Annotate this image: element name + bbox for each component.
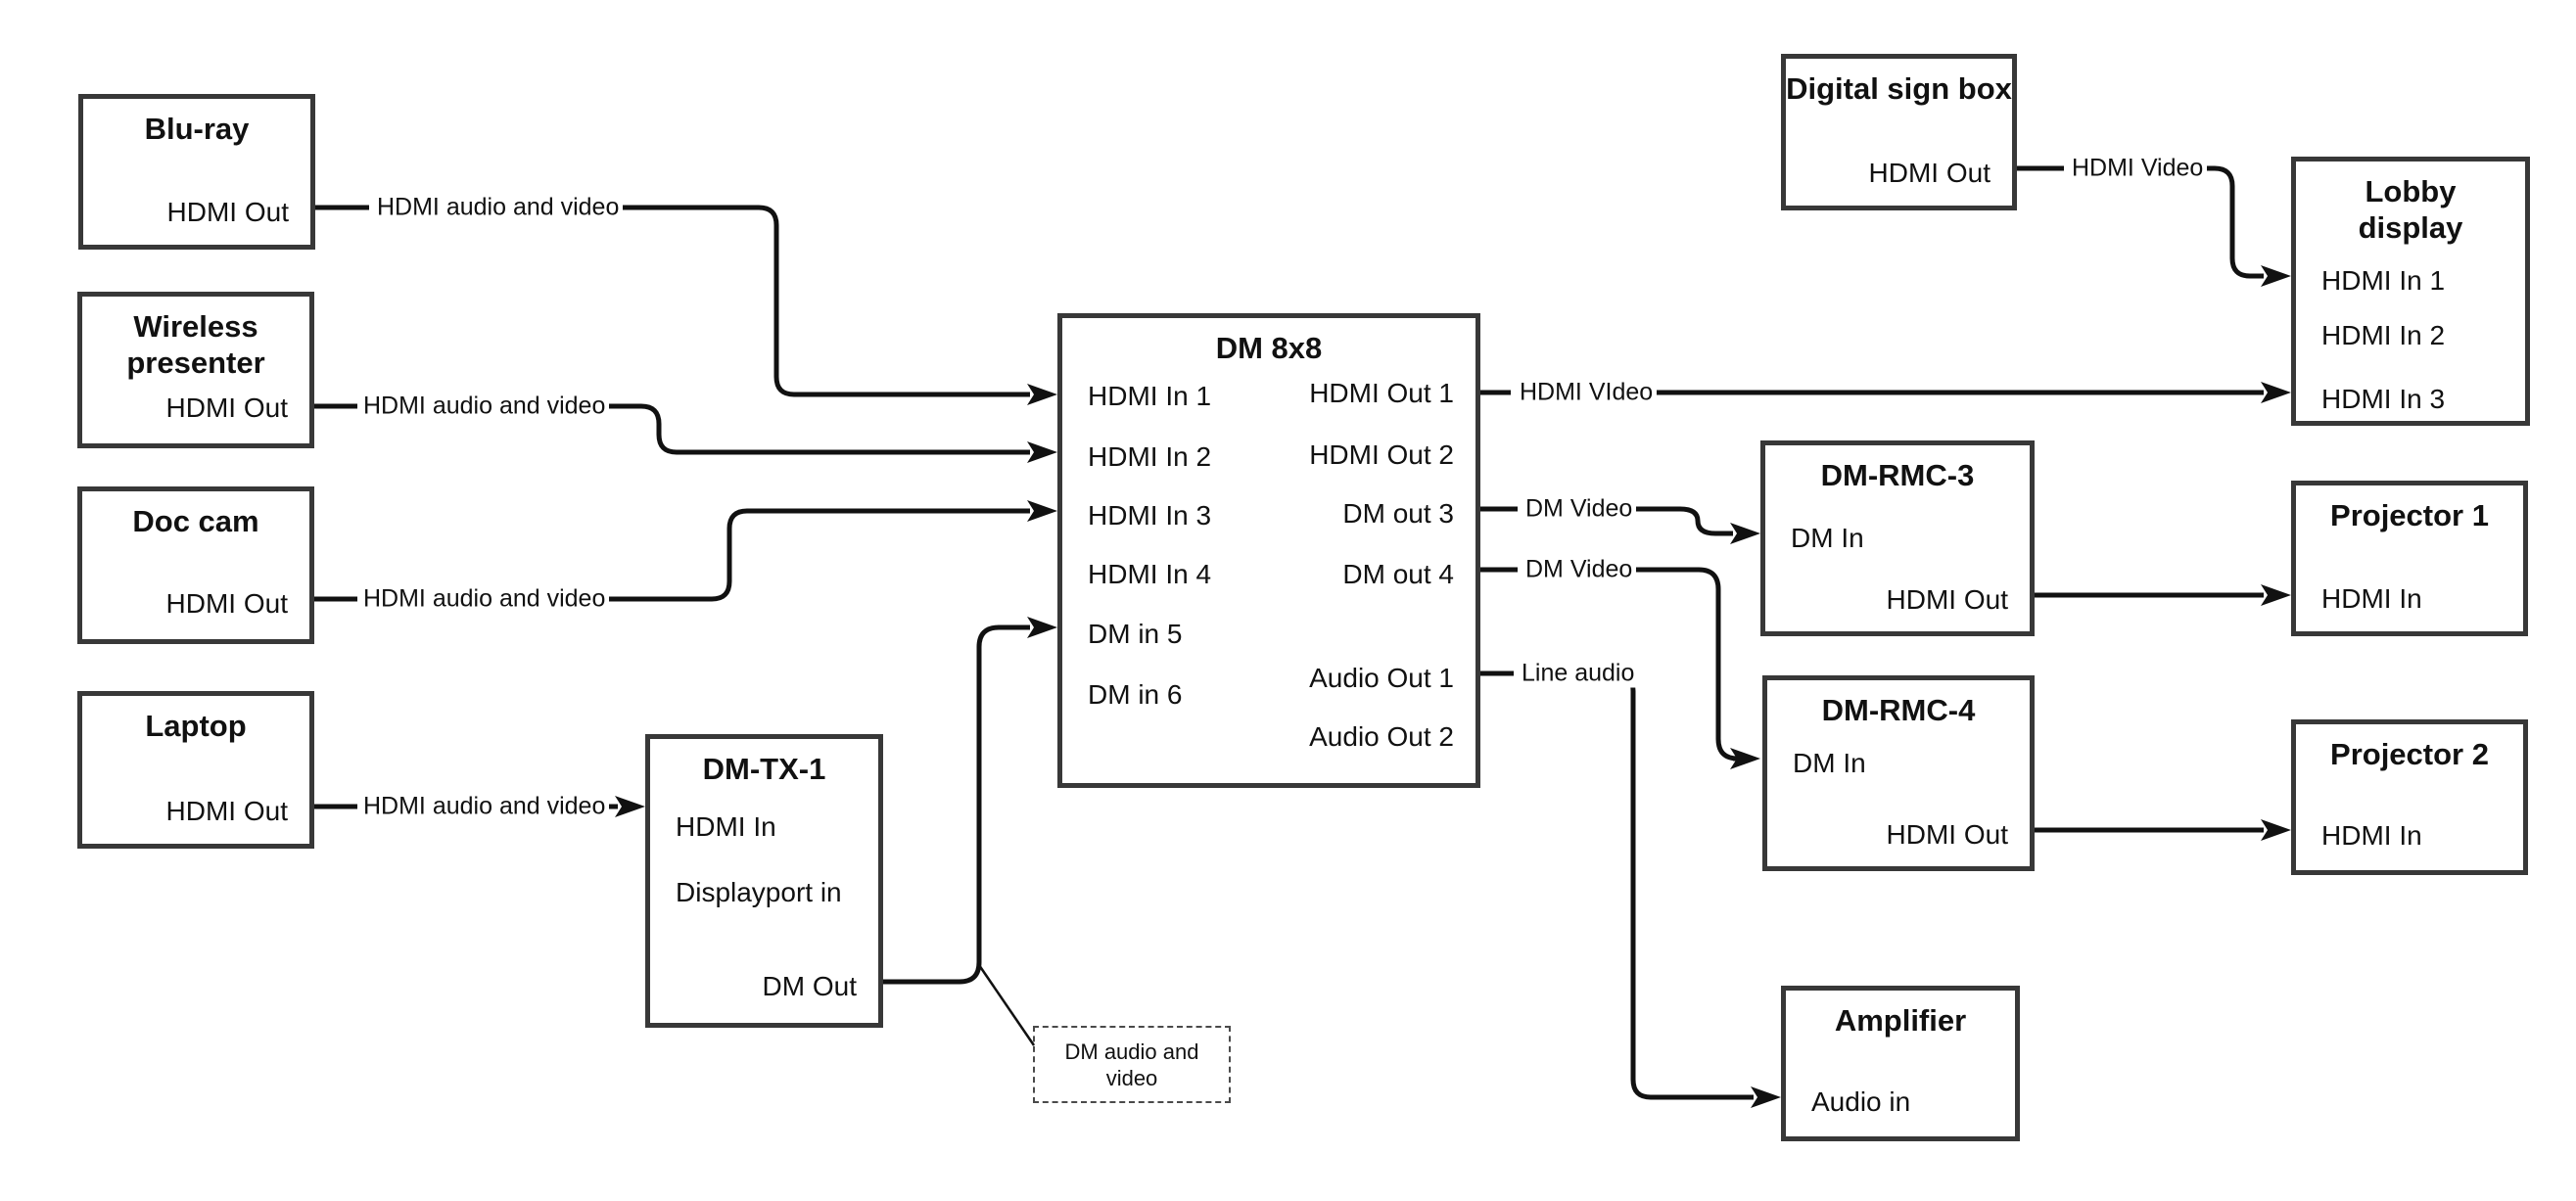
- port-hdmi-in-4: HDMI In 4: [1088, 559, 1212, 589]
- port-dm-in: DM In: [1793, 748, 1866, 778]
- connection-label-doccam-to-dm8x8: HDMI audio and video: [359, 584, 610, 614]
- node-title: Wireless presenter: [126, 309, 265, 380]
- port-hdmi-in-3: HDMI In 3: [1088, 500, 1212, 531]
- node-title: Laptop: [145, 709, 247, 743]
- node-title: Digital sign box: [1786, 71, 2012, 106]
- node-dm-tx-1: DM-TX-1 HDMI In Displayport in DM Out: [645, 734, 883, 1028]
- node-title: Blu-ray: [144, 112, 250, 146]
- connection-dmout4-to-rmc4-arrowhead: [1730, 748, 1760, 769]
- port-hdmi-out-2: HDMI Out 2: [1309, 439, 1454, 470]
- port-hdmi-in-1: HDMI In 1: [1088, 381, 1212, 411]
- connection-dmout3-to-rmc3-arrowhead: [1730, 523, 1760, 544]
- port-audio-out-1: Audio Out 1: [1309, 663, 1454, 693]
- port-hdmi-in: HDMI In: [2321, 583, 2422, 614]
- node-digital-sign-box: Digital sign box HDMI Out: [1781, 54, 2017, 210]
- note-dm-audio-video: DM audio and video: [1033, 1026, 1231, 1103]
- connection-hdmiout1-to-lobby-arrowhead: [2261, 382, 2291, 403]
- connection-label-laptop-to-dmtx1: HDMI audio and video: [359, 792, 610, 821]
- connection-doccam-to-dm8x8-arrowhead: [1027, 500, 1057, 522]
- connection-bluray-to-dm8x8-line: [315, 205, 1030, 397]
- connection-bluray-to-dm8x8-arrowhead: [1027, 384, 1057, 405]
- port-hdmi-in-1: HDMI In 1: [2321, 265, 2446, 296]
- port-hdmi-out: HDMI Out: [165, 393, 288, 423]
- node-title: Amplifier: [1834, 1003, 1967, 1038]
- port-dm-in: DM In: [1791, 523, 1864, 553]
- connection-dmout3-to-rmc3-line: [1480, 506, 1733, 536]
- node-blu-ray: Blu-ray HDMI Out: [78, 94, 315, 250]
- node-title: DM-RMC-3: [1820, 458, 1975, 492]
- connection-laptop-to-dmtx1-arrowhead: [615, 796, 645, 817]
- node-projector-1: Projector 1 HDMI In: [2291, 481, 2528, 636]
- connection-label-bluray-to-dm8x8: HDMI audio and video: [373, 193, 624, 222]
- port-hdmi-in-2: HDMI In 2: [1088, 441, 1212, 472]
- port-hdmi-out-1: HDMI Out 1: [1309, 378, 1454, 408]
- connection-wireless-to-dm8x8-line: [314, 403, 1030, 455]
- connection-label-audioout1-to-amp: Line audio: [1518, 659, 1639, 688]
- port-audio-in: Audio in: [1811, 1086, 1911, 1117]
- connection-label-sign-to-lobby: HDMI Video: [2068, 154, 2208, 183]
- port-hdmi-in-3: HDMI In 3: [2321, 384, 2446, 414]
- connection-audioout1-to-amp-line: [1480, 670, 1754, 1100]
- node-title: Doc cam: [132, 504, 259, 538]
- port-hdmi-out: HDMI Out: [1886, 819, 2008, 850]
- connection-doccam-to-dm8x8-line: [314, 508, 1030, 602]
- connection-dmtx1-to-dm8x8-arrowhead: [1027, 617, 1057, 638]
- port-hdmi-in-2: HDMI In 2: [2321, 320, 2446, 350]
- port-hdmi-out: HDMI Out: [165, 588, 288, 619]
- connection-label-dmout4-to-rmc4: DM Video: [1522, 555, 1637, 584]
- port-hdmi-out: HDMI Out: [1886, 584, 2008, 615]
- node-title: DM-RMC-4: [1821, 693, 1976, 727]
- node-wireless-presenter: Wireless presenter HDMI Out: [77, 292, 314, 448]
- connection-dmout4-to-rmc4-line: [1480, 567, 1739, 762]
- connection-rmc3-to-proj1-arrowhead: [2261, 584, 2291, 606]
- port-hdmi-out: HDMI Out: [1868, 158, 1991, 188]
- connection-label-wireless-to-dm8x8: HDMI audio and video: [359, 392, 610, 421]
- connection-sign-to-lobby-line: [2017, 165, 2264, 279]
- node-title: DM 8x8: [1215, 331, 1323, 365]
- port-audio-out-2: Audio Out 2: [1309, 721, 1454, 752]
- port-dm-out-3: DM out 3: [1342, 498, 1454, 529]
- connection-label-hdmiout1-to-lobby: HDMI VIdeo: [1516, 378, 1658, 407]
- port-dm-in-5: DM in 5: [1088, 619, 1183, 649]
- port-hdmi-in: HDMI In: [676, 811, 776, 842]
- node-title: Projector 2: [2330, 737, 2489, 771]
- node-lobby-display: Lobby display HDMI In 1 HDMI In 2 HDMI I…: [2291, 157, 2530, 426]
- port-dm-in-6: DM in 6: [1088, 679, 1183, 710]
- port-dm-out: DM Out: [762, 971, 857, 1001]
- connection-dmtx1-to-dm8x8-line: [883, 624, 1030, 985]
- port-dm-out-4: DM out 4: [1342, 559, 1454, 589]
- node-dm-rmc-3: DM-RMC-3 DM In HDMI Out: [1760, 440, 2035, 636]
- port-hdmi-out: HDMI Out: [165, 796, 288, 826]
- node-title: Projector 1: [2330, 498, 2489, 532]
- node-title: DM-TX-1: [702, 752, 826, 786]
- node-amplifier: Amplifier Audio in: [1781, 986, 2020, 1141]
- note-callout-line: [977, 964, 1036, 1046]
- node-laptop: Laptop HDMI Out: [77, 691, 314, 849]
- node-doc-cam: Doc cam HDMI Out: [77, 486, 314, 644]
- node-title: Lobby display: [2358, 174, 2463, 245]
- port-hdmi-out: HDMI Out: [166, 197, 289, 227]
- node-projector-2: Projector 2 HDMI In: [2291, 719, 2528, 875]
- port-displayport-in: Displayport in: [676, 877, 842, 907]
- note-text: DM audio and video: [1064, 1039, 1199, 1090]
- connection-sign-to-lobby-arrowhead: [2261, 265, 2291, 287]
- connection-rmc4-to-proj2-arrowhead: [2261, 819, 2291, 841]
- node-dm-8x8: DM 8x8 HDMI In 1 HDMI In 2 HDMI In 3 HDM…: [1057, 313, 1480, 788]
- connection-wireless-to-dm8x8-arrowhead: [1027, 441, 1057, 463]
- connection-label-dmout3-to-rmc3: DM Video: [1522, 494, 1637, 524]
- connection-audioout1-to-amp-arrowhead: [1751, 1086, 1781, 1108]
- port-hdmi-in: HDMI In: [2321, 820, 2422, 851]
- node-dm-rmc-4: DM-RMC-4 DM In HDMI Out: [1762, 675, 2035, 871]
